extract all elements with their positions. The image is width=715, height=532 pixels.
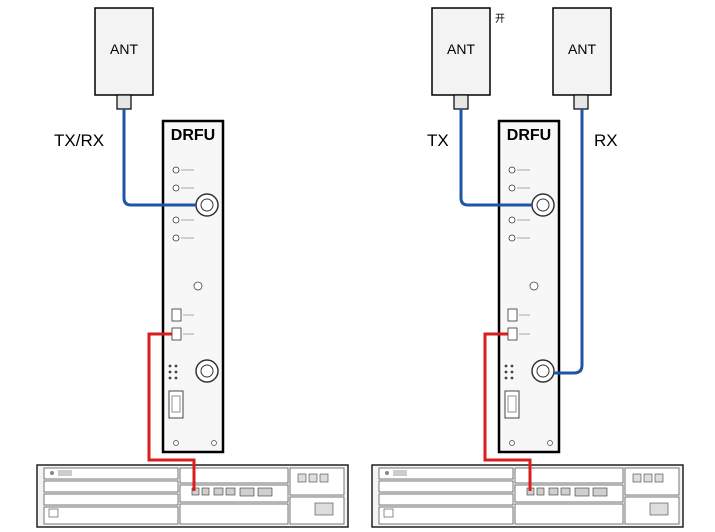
left-ant-port xyxy=(195,193,219,217)
right-antenna-tx-connector xyxy=(453,94,469,110)
right-antenna-rx: ANT xyxy=(552,7,612,110)
right-power-port xyxy=(504,390,520,419)
left-antenna: ANT xyxy=(94,7,154,110)
right-antenna-rx-connector xyxy=(573,94,589,110)
left-configuration: ANT TX/RX DRFU xyxy=(36,7,349,528)
right-rx-label: RX xyxy=(594,131,618,150)
right-antenna-rx-label: ANT xyxy=(568,41,596,57)
right-stray-mark: 开 xyxy=(495,14,505,25)
right-rx-port xyxy=(531,359,555,383)
right-drfu-title: DRFU xyxy=(507,127,551,144)
left-cpri1-port xyxy=(171,327,182,341)
right-cpri1-port xyxy=(507,327,518,341)
left-txrx-cable xyxy=(122,109,196,207)
right-bbu-chassis xyxy=(371,464,684,528)
right-ant-port xyxy=(531,193,555,217)
left-cpri-cable xyxy=(147,332,196,491)
right-tx-label: TX xyxy=(427,131,449,150)
right-tx-cable xyxy=(459,109,532,207)
left-drfu-title: DRFU xyxy=(171,127,215,144)
left-cpri0-port xyxy=(171,308,182,322)
right-antenna-tx: ANT xyxy=(431,7,491,110)
right-configuration: ANT 开 ANT TX RX DRFU xyxy=(371,7,684,528)
right-cpri-cable xyxy=(483,332,532,491)
left-rx-port xyxy=(195,359,219,383)
right-antenna-tx-label: ANT xyxy=(447,41,475,57)
left-txrx-label: TX/RX xyxy=(54,131,104,150)
right-cpri0-port xyxy=(507,308,518,322)
left-power-port xyxy=(168,390,184,419)
left-drfu-module: DRFU xyxy=(161,119,225,454)
right-drfu-module: DRFU xyxy=(497,119,561,454)
left-bbu-chassis xyxy=(36,464,349,528)
right-rx-cable xyxy=(554,109,584,375)
left-antenna-connector xyxy=(116,94,132,110)
left-antenna-label: ANT xyxy=(110,41,138,57)
